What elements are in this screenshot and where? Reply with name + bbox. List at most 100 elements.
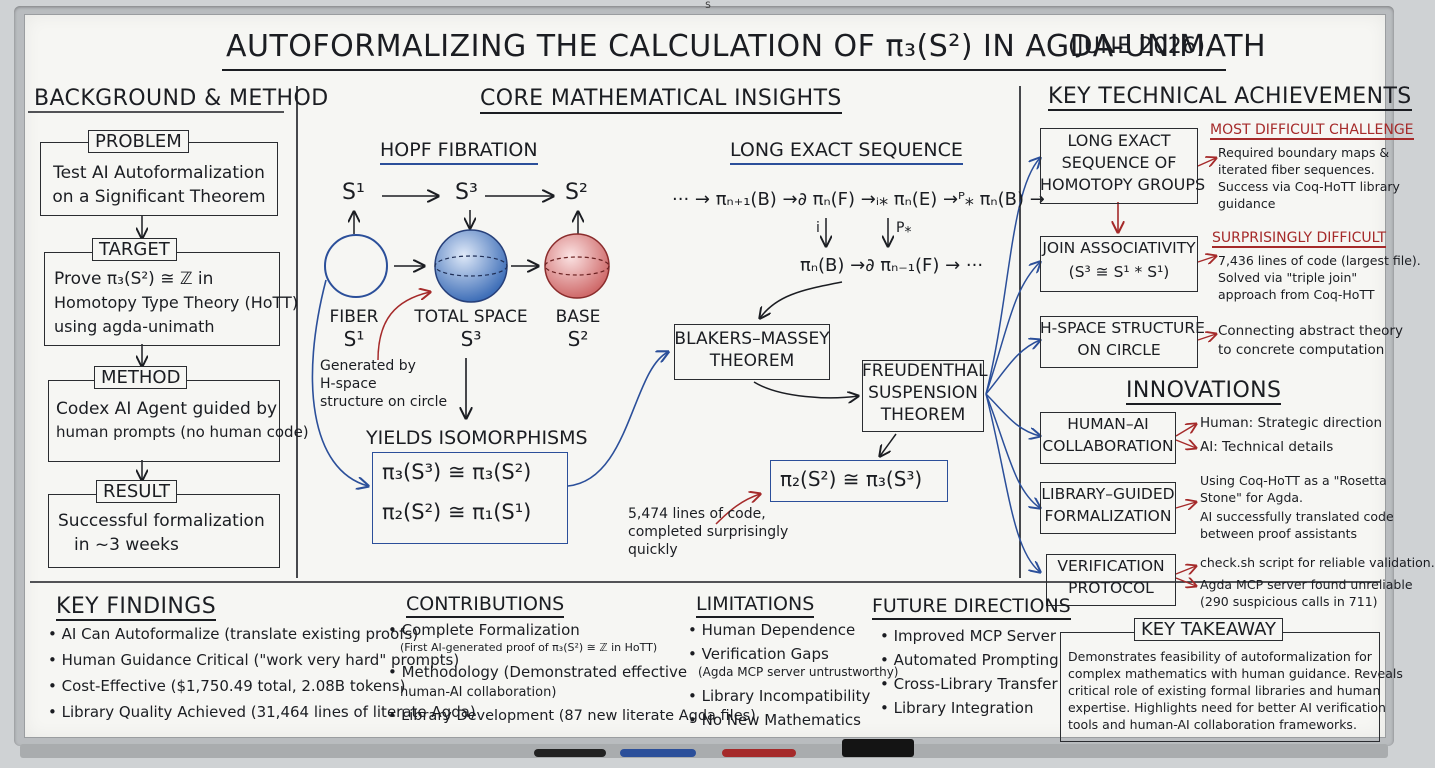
human-ai-line-1: HUMAN–AI (1067, 415, 1149, 433)
page-title: AUTOFORMALIZING THE CALCULATION OF π₃(S²… (226, 29, 1267, 64)
result-line-1: Successful formalization (58, 511, 265, 531)
iso-1: π₃(S³) ≅ π₃(S²) (382, 460, 532, 484)
background-heading: BACKGROUND & METHOD (34, 86, 329, 111)
method-box (48, 380, 280, 462)
hspace-note-1: Connecting abstract theory (1218, 323, 1403, 339)
problem-line-1: Test AI Autoformalization (53, 163, 265, 183)
method-line-1: Codex AI Agent guided by (56, 399, 278, 419)
library-note-3: AI successfully translated code (1200, 509, 1394, 524)
surprisingly-difficult-label: SURPRISINGLY DIFFICULT (1212, 230, 1387, 249)
yields-heading: YIELDS ISOMORPHISMS (366, 427, 588, 449)
marker-tray (20, 744, 1388, 758)
base-space: S² (567, 327, 589, 351)
les-row-2: πₙ(B) →∂ πₙ₋₁(F) → ··· (800, 255, 984, 276)
les-box-line-2: SEQUENCE OF (1061, 153, 1177, 172)
human-ai-line-2: COLLABORATION (1042, 437, 1174, 455)
limitations-heading: LIMITATIONS (696, 593, 815, 618)
blakers-line-2: THEOREM (709, 351, 795, 371)
generated-note-2: H-space (320, 376, 377, 392)
achievements-heading: KEY TECHNICAL ACHIEVEMENTS (1048, 84, 1412, 112)
finding-4: • Library Quality Achieved (31,464 lines… (48, 703, 476, 721)
les-note-2: iterated fiber sequences. (1218, 162, 1375, 177)
les-box-line-1: LONG EXACT (1067, 131, 1171, 150)
library-note-4: between proof assistants (1200, 526, 1358, 541)
contributions-heading: CONTRIBUTIONS (406, 593, 565, 618)
contribution-1-sub: (First AI-generated proof of π₃(S²) ≅ ℤ … (400, 641, 658, 654)
verify-box-line-1: VERIFICATION (1057, 557, 1165, 575)
hspace-box-line-2: ON CIRCLE (1077, 341, 1161, 359)
findings-heading: KEY FINDINGS (56, 594, 217, 622)
verify-note-3: (290 suspicious calls in 711) (1200, 594, 1378, 609)
verify-note-1: check.sh script for reliable validation. (1200, 555, 1435, 570)
blue-marker (620, 749, 696, 757)
total-space: S³ (460, 327, 482, 351)
les-note-1: Required boundary maps & (1218, 145, 1390, 160)
hopf-top-s1: S¹ (342, 180, 365, 205)
verify-note-2: Agda MCP server found unreliable (1200, 577, 1413, 592)
les-note-3: Success via Coq-HoTT library (1218, 179, 1400, 194)
limitation-2-sub: (Agda MCP server untrustworthy) (698, 665, 899, 679)
innovations-heading: INNOVATIONS (1126, 378, 1282, 406)
les-note-4: guidance (1218, 196, 1276, 211)
total-space-label: TOTAL SPACE (414, 307, 528, 327)
problem-label: PROBLEM (88, 130, 189, 153)
result-label: RESULT (96, 480, 178, 503)
human-ai-note-2: AI: Technical details (1200, 439, 1334, 455)
freudenthal-iso: π₂(S²) ≅ π₃(S³) (780, 467, 923, 491)
target-line-1: Prove π₃(S²) ≅ ℤ in (54, 269, 214, 289)
title-date: (JUNE 2026) (1068, 34, 1206, 59)
library-note-1: Using Coq-HoTT as a "Rosetta (1200, 473, 1387, 488)
contribution-2-sub: human-AI collaboration) (400, 685, 557, 700)
library-note-2: Stone" for Agda. (1200, 490, 1304, 505)
lines-note-2: completed surprisingly (628, 524, 789, 540)
generated-note-1: Generated by (320, 358, 416, 374)
blakers-massey-box (674, 324, 830, 380)
blakers-line-1: BLAKERS–MASSEY (674, 329, 830, 349)
fiber-label: FIBER (329, 307, 379, 327)
les-i-label: i (816, 220, 820, 236)
hopf-top-s3: S³ (455, 180, 478, 205)
verification-box (1046, 554, 1176, 606)
les-heading: LONG EXACT SEQUENCE (730, 139, 963, 165)
contribution-2: • Methodology (Demonstrated effective (388, 663, 688, 681)
iso-2: π₂(S²) ≅ π₁(S¹) (382, 500, 532, 524)
library-guided-box (1040, 482, 1176, 534)
future-2: • Automated Prompting (880, 651, 1059, 669)
target-label: TARGET (92, 238, 177, 261)
lines-note-3: quickly (628, 542, 678, 558)
eraser (842, 739, 914, 757)
hopf-top-s2: S² (565, 180, 588, 205)
join-box-line-1: JOIN ASSOCIATIVITY (1042, 239, 1196, 257)
finding-1: • AI Can Autoformalize (translate existi… (48, 625, 419, 643)
join-associativity-box (1040, 236, 1198, 292)
future-1: • Improved MCP Server (880, 627, 1057, 645)
problem-line-2: on a Significant Theorem (52, 187, 266, 207)
hspace-box (1040, 316, 1198, 368)
human-ai-box (1040, 412, 1176, 464)
fiber-space: S¹ (343, 327, 365, 351)
target-line-3: using agda-unimath (54, 317, 215, 336)
hspace-box-line-1: H-SPACE STRUCTURE (1040, 319, 1205, 337)
limitation-1: • Human Dependence (688, 621, 856, 639)
contribution-1: • Complete Formalization (388, 621, 580, 639)
les-box-line-3: HOMOTOPY GROUPS (1040, 175, 1206, 194)
freudenthal-line-1: FREUDENTHAL (862, 361, 988, 381)
lines-note-1: 5,474 lines of code, (628, 506, 766, 522)
future-4: • Library Integration (880, 699, 1034, 717)
takeaway-heading: KEY TAKEAWAY (1134, 618, 1284, 641)
verify-box-line-2: PROTOCOL (1068, 579, 1154, 597)
most-difficult-label: MOST DIFFICULT CHALLENGE (1210, 122, 1414, 141)
future-3: • Cross-Library Transfer (880, 675, 1058, 693)
limitation-2: • Verification Gaps (688, 645, 829, 663)
generated-note-3: structure on circle (320, 394, 448, 410)
finding-3: • Cost-Effective ($1,750.49 total, 2.08B… (48, 677, 406, 695)
library-box-line-1: LIBRARY–GUIDED (1041, 485, 1175, 503)
takeaway-line-4: expertise. Highlights need for better AI… (1068, 700, 1386, 715)
future-heading: FUTURE DIRECTIONS (872, 595, 1071, 620)
les-row-1: ··· → πₙ₊₁(B) →∂ πₙ(F) →ᵢ⁎ πₙ(E) →ᴾ⁎ πₙ(… (672, 189, 1045, 210)
takeaway-line-1: Demonstrates feasibility of autoformaliz… (1068, 649, 1372, 664)
takeaway-line-5: tools and human-AI collaboration framewo… (1068, 717, 1357, 732)
join-note-2: Solved via "triple join" (1218, 270, 1358, 285)
